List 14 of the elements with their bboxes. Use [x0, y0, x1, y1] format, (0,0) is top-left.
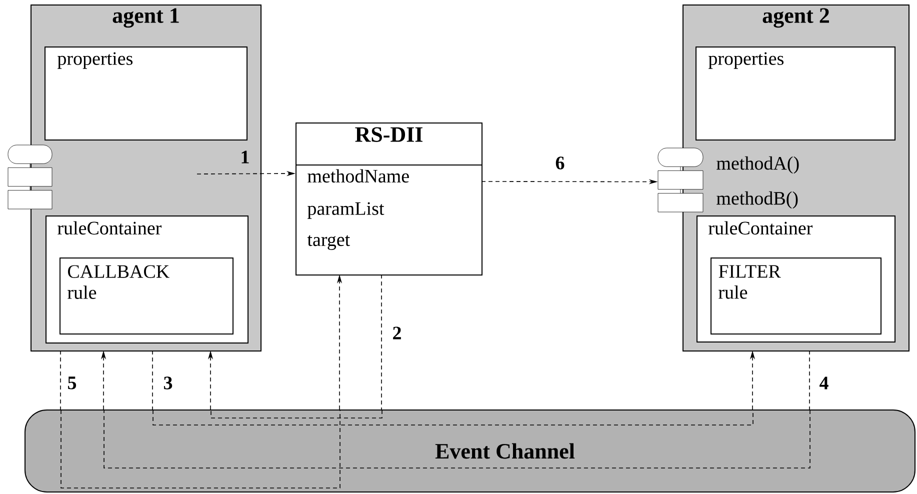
- edge-label: 4: [818, 376, 830, 390]
- event-channel-band: Event Channel: [24, 410, 916, 492]
- method-label: methodB(): [716, 191, 798, 209]
- properties-box: properties: [44, 46, 248, 140]
- edge-label: 3: [162, 376, 174, 390]
- interface-stack: [658, 148, 704, 212]
- edge-label: 5: [66, 376, 78, 390]
- edge-label: 2: [391, 326, 403, 340]
- edge-label: 1: [239, 150, 251, 164]
- method-label: methodA(): [716, 156, 799, 174]
- interface-stack: [8, 144, 52, 210]
- class-box: RS-DII methodName paramList target: [296, 122, 482, 276]
- edge-label: 6: [554, 156, 566, 170]
- properties-box: properties: [696, 46, 896, 140]
